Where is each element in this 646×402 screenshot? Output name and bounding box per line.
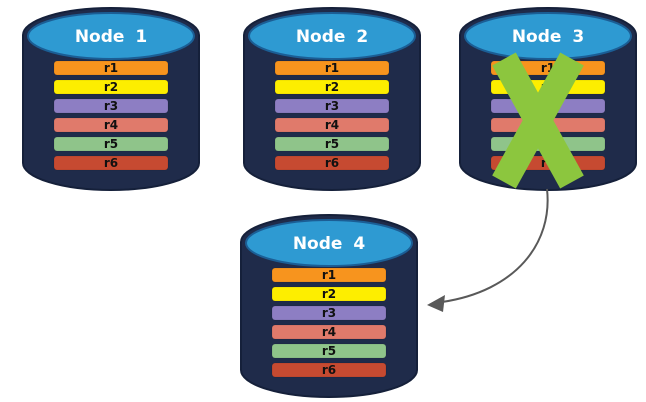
record-bar-r2 [53,79,169,95]
record-label-r5: r5 [325,137,339,151]
failover-arrow-line [441,188,549,303]
record-label-r5: r5 [322,344,336,358]
record-bar-r6 [271,362,387,378]
record-label-r6: r6 [104,156,118,170]
record-label-r5: r5 [104,137,118,151]
record-list: r1 r2 r3 r4 r5 r6 [274,60,390,171]
node-title: Node 3 [512,27,584,47]
record-label-r1: r1 [325,61,339,75]
record-bar-r4 [274,117,390,133]
record-label-r4: r4 [104,118,118,132]
record-bar-r1 [274,60,390,76]
record-label-r3: r3 [325,99,339,113]
record-bar-r5 [274,136,390,152]
record-label-r3: r3 [104,99,118,113]
node-1: Node 1 r1 r2 r3 r4 r5 r6 [21,5,201,197]
node-title: Node 4 [293,234,366,254]
record-label-r4: r4 [322,325,336,339]
record-label-r2: r2 [322,287,336,301]
record-label-r2: r2 [325,80,339,94]
record-label-r1: r1 [322,268,336,282]
record-bar-r5 [271,343,387,359]
record-label-r3: r3 [322,306,336,320]
record-label-r6: r6 [325,156,339,170]
record-bar-r4 [53,117,169,133]
node-3: Node 3 r1 r2 r3 r4 r5 r6 [458,5,638,197]
failover-arrowhead-icon [427,295,445,312]
record-label-r6: r6 [322,363,336,377]
cylinder-top [248,12,416,60]
cylinder-top [27,12,195,60]
record-bar-r3 [271,305,387,321]
node-2: Node 2 r1 r2 r3 r4 r5 r6 [242,5,422,197]
record-bar-r3 [53,98,169,114]
record-bar-r4 [271,324,387,340]
record-bar-r6 [274,155,390,171]
record-list: r1 r2 r3 r4 r5 r6 [271,267,387,378]
record-label-r2: r2 [104,80,118,94]
node-title: Node 1 [75,27,147,47]
record-bar-r2 [271,286,387,302]
failure-x-icon [492,52,584,189]
record-bar-r2 [274,79,390,95]
record-bar-r3 [274,98,390,114]
record-label-r1: r1 [104,61,118,75]
record-bar-r1 [271,267,387,283]
record-bar-r6 [53,155,169,171]
record-bar-r1 [53,60,169,76]
record-label-r4: r4 [325,118,339,132]
node-title: Node 2 [296,27,368,47]
cylinder-top [245,219,413,267]
node-4: Node 4 r1 r2 r3 r4 r5 r6 [239,212,419,402]
record-list: r1 r2 r3 r4 r5 r6 [53,60,169,171]
cylinder-top [464,12,632,60]
record-bar-r5 [53,136,169,152]
